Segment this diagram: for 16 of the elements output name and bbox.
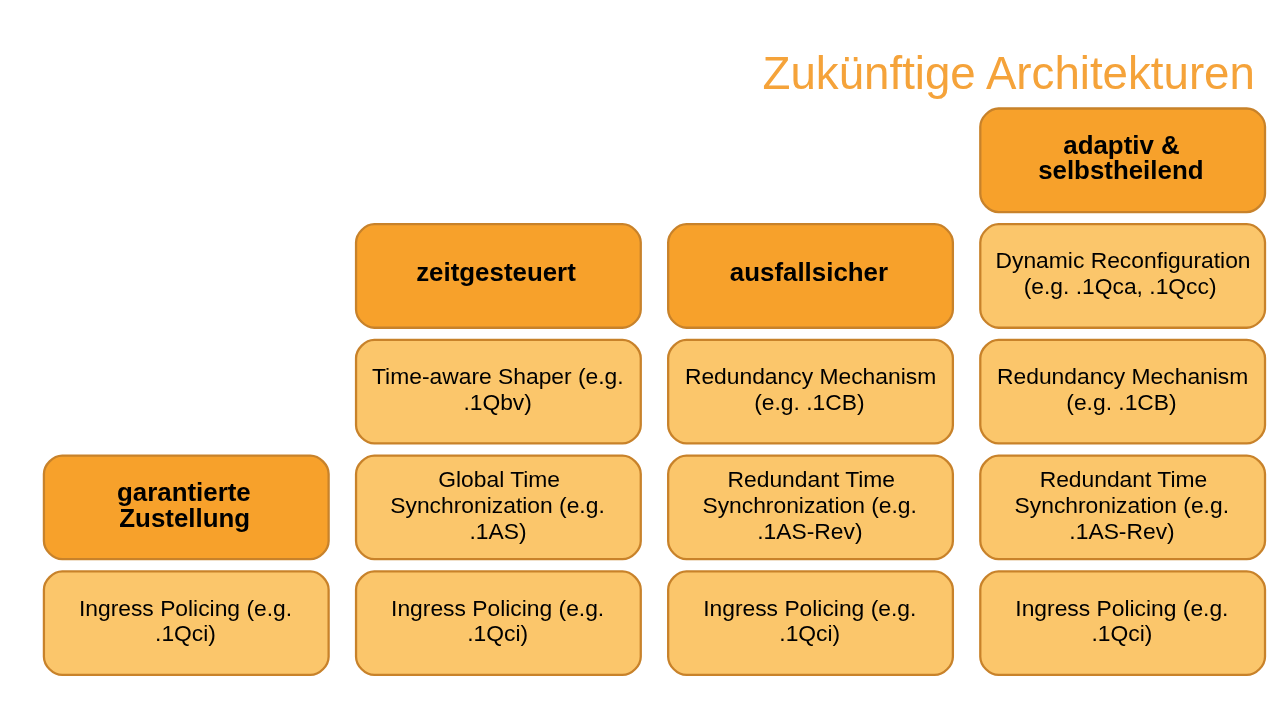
node-box: adaptiv & selbstheilend bbox=[979, 107, 1267, 214]
node-box: Dynamic Reconfiguration (e.g. .1Qca, .1Qcc) bbox=[979, 223, 1267, 329]
node-box: Ingress Policing (e.g. .1Qci) bbox=[979, 570, 1267, 677]
node-box: Redundant Time Synchronization (e.g. .1AS-Rev) bbox=[667, 454, 955, 561]
node-box: ausfallsicher bbox=[667, 223, 955, 329]
node-box: Redundancy Mechanism (e.g. .1CB) bbox=[667, 338, 955, 445]
node-box: Time-aware Shaper (e.g. .1Qbv) bbox=[354, 338, 642, 445]
node-box: Ingress Policing (e.g. .1Qci) bbox=[42, 570, 330, 677]
node-box: garantierte Zustellung bbox=[42, 454, 330, 561]
node-box: Redundant Time Synchronization (e.g. .1AS-Rev) bbox=[979, 454, 1267, 561]
node-box: Ingress Policing (e.g. .1Qci) bbox=[667, 570, 955, 677]
node-box: zeitgesteuert bbox=[354, 223, 642, 329]
node-box: Global Time Synchronization (e.g. .1AS) bbox=[354, 454, 642, 561]
diagram-title: Zukünftige Architekturen bbox=[762, 47, 1255, 99]
node-box: Ingress Policing (e.g. .1Qci) bbox=[354, 570, 642, 677]
node-box: Redundancy Mechanism (e.g. .1CB) bbox=[979, 338, 1267, 445]
